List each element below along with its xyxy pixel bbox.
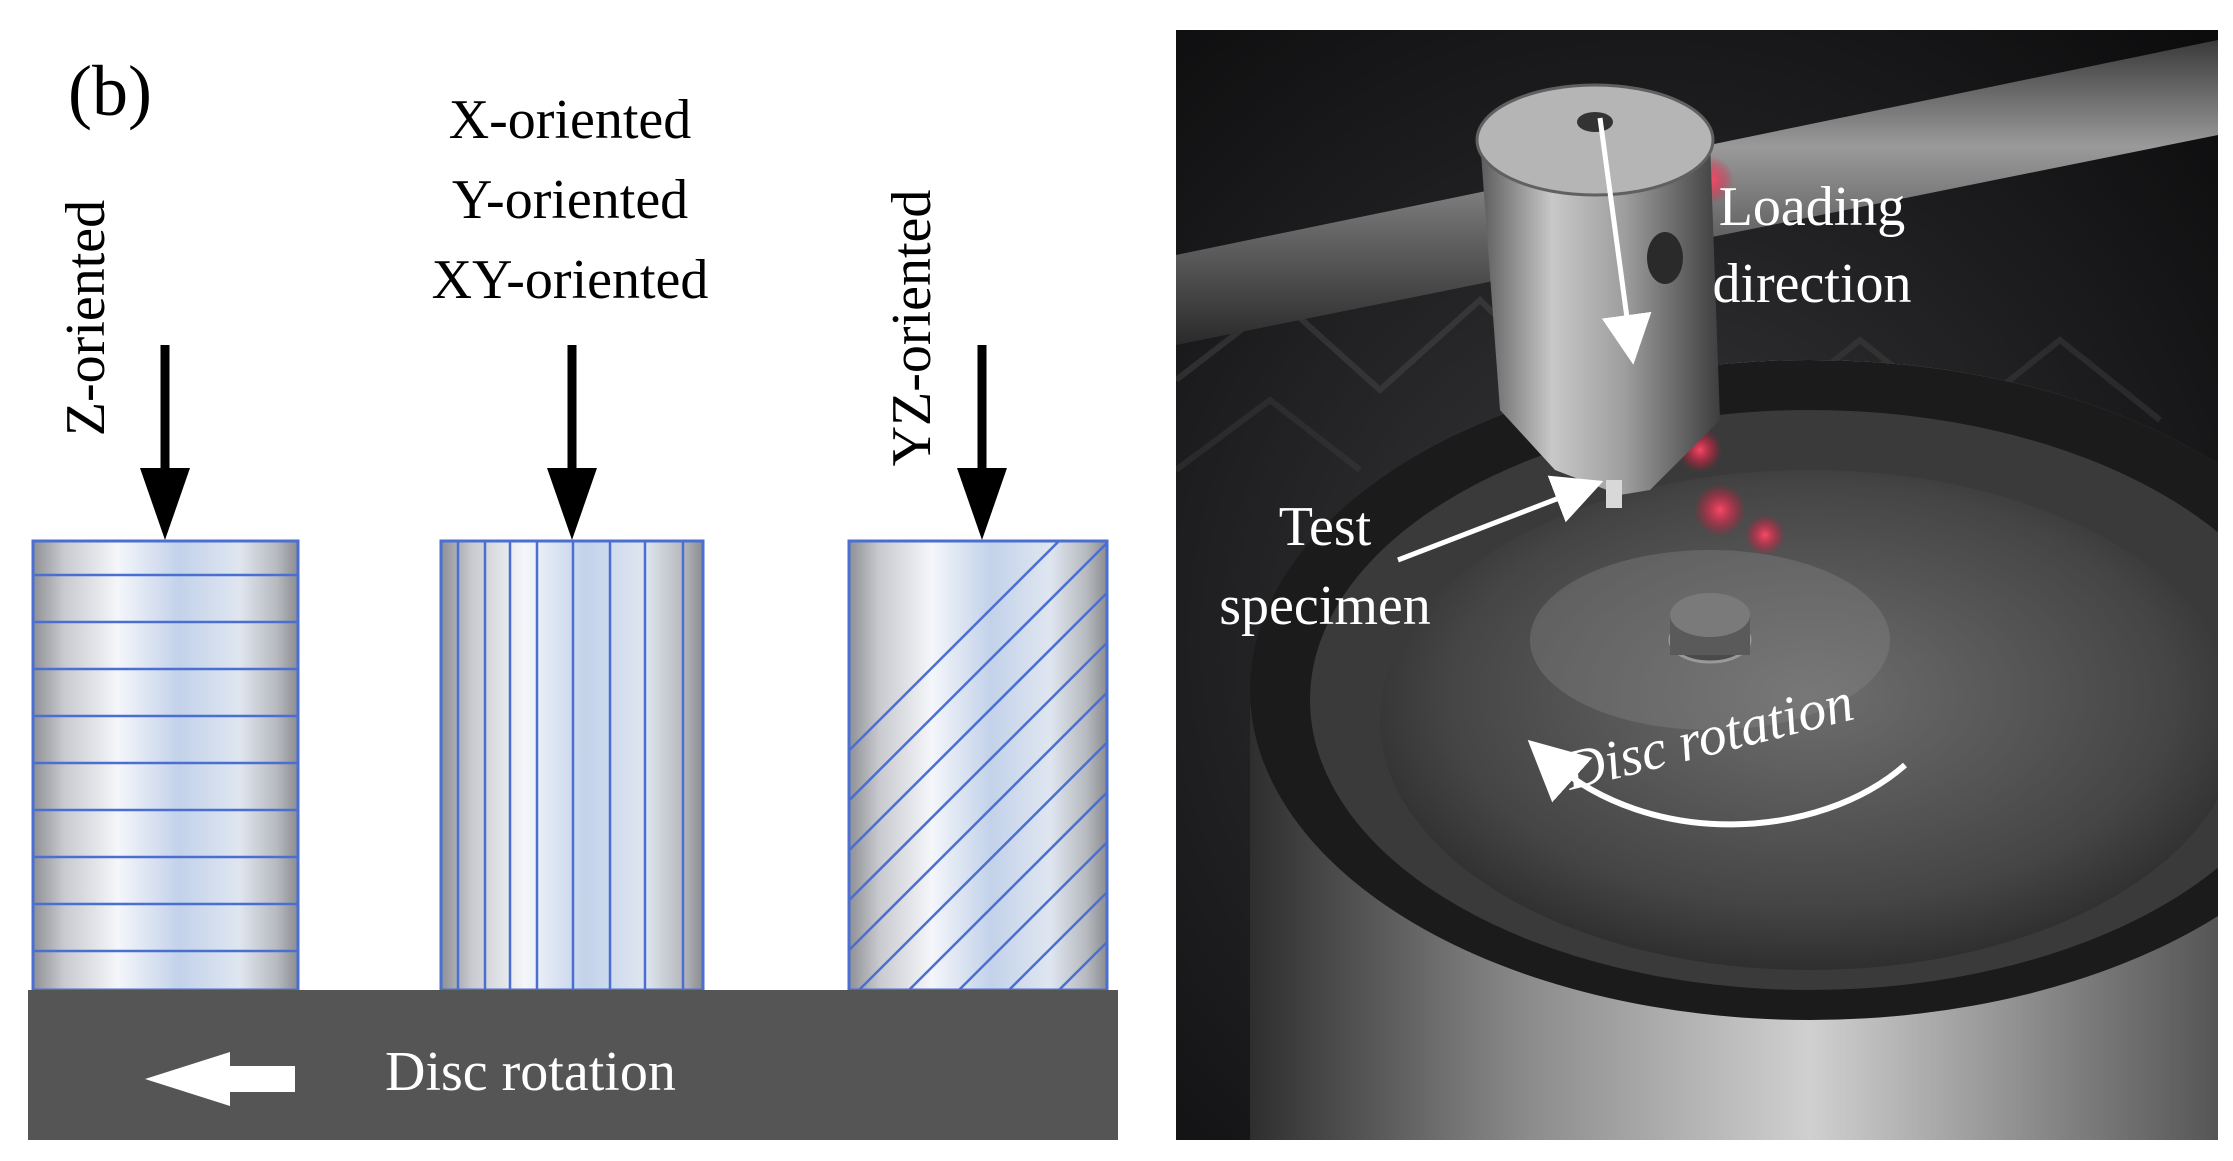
schematic-panel: (b) X-oriented Y-oriented XY-oriented Z-… bbox=[28, 51, 1118, 1140]
test-specimen-label-line1: Test bbox=[1279, 496, 1372, 558]
xy-oriented-specimen bbox=[439, 539, 705, 992]
xy-oriented-label: XY-oriented bbox=[432, 249, 709, 311]
disc-rotation-curved-arrow bbox=[1527, 739, 1907, 828]
photo-panel: Loading direction Test specimen Disc rot… bbox=[1176, 30, 2218, 1140]
yz-layer-lines bbox=[849, 541, 1107, 990]
layer-line bbox=[849, 690, 1107, 952]
layer-line bbox=[849, 591, 1107, 853]
layer-line bbox=[857, 740, 1107, 990]
test-specimen-arrow bbox=[1397, 475, 1604, 563]
layer-line bbox=[849, 541, 1060, 753]
loading-arrow-yz bbox=[957, 345, 1007, 540]
loading-direction-label-line2: direction bbox=[1712, 253, 1911, 315]
layer-line bbox=[957, 840, 1107, 990]
y-oriented-label: Y-oriented bbox=[452, 169, 688, 231]
layer-line bbox=[907, 790, 1107, 990]
layer-line bbox=[1007, 890, 1107, 990]
layer-line bbox=[849, 541, 1107, 803]
rotating-disc-photo bbox=[1380, 470, 2218, 970]
layer-line bbox=[849, 641, 1107, 902]
disc-rotation-label: Disc rotation bbox=[385, 1041, 676, 1103]
test-specimen-label-line2: specimen bbox=[1219, 575, 1430, 637]
x-oriented-label: X-oriented bbox=[449, 89, 692, 151]
yz-oriented-specimen bbox=[847, 539, 1109, 992]
loading-direction-label-line1: Loading bbox=[1719, 176, 1906, 238]
disc-rotation-arrow bbox=[145, 1052, 295, 1106]
test-specimen-pin bbox=[1606, 480, 1622, 508]
specimen-holder bbox=[1475, 83, 1720, 508]
z-oriented-specimen bbox=[31, 539, 300, 992]
xy-layer-lines bbox=[456, 541, 685, 990]
loading-arrow-z bbox=[140, 345, 190, 540]
panel-label: (b) bbox=[68, 51, 152, 131]
z-layer-lines bbox=[33, 573, 298, 953]
rotating-disc: Disc rotation bbox=[28, 990, 1118, 1140]
loading-arrow-x bbox=[547, 345, 597, 540]
z-oriented-label: Z-oriented bbox=[55, 200, 117, 436]
yz-oriented-label: YZ-oriented bbox=[881, 190, 943, 467]
loading-direction-arrow bbox=[1597, 117, 1652, 365]
